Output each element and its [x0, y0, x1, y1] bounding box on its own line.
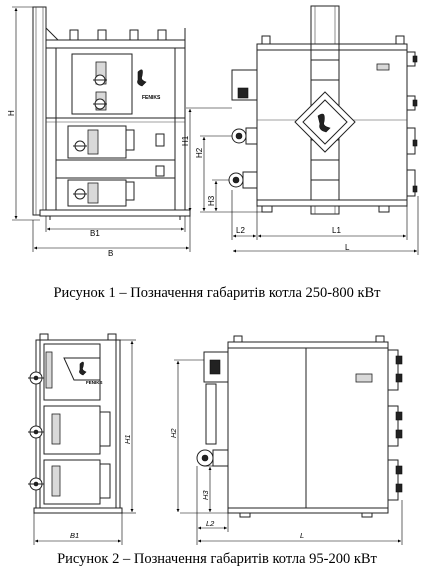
fig2-front-view: FENIKS [28, 333, 123, 514]
figure1-caption: Рисунок 1 – Позначення габаритів котла 2… [53, 285, 381, 301]
fig1-dim-H3: H3 [207, 195, 216, 206]
fig1-door-handles [73, 74, 107, 200]
fig2-dim-H1: H1 [123, 434, 132, 444]
fig2-right-fittings [387, 349, 403, 501]
fig1-dim-L1: L1 [332, 226, 341, 235]
fig2-door-handles [28, 371, 44, 491]
fig1-dim-B1: B1 [90, 229, 100, 238]
figure2-caption: Рисунок 2 – Позначення габаритів котла 9… [57, 551, 377, 567]
fig2-front-dimensions: H1 B1 [33, 339, 136, 545]
fig1-dim-H2: H2 [195, 147, 204, 158]
fig2-dim-H3: H3 [201, 490, 210, 500]
fig2-side-view [196, 335, 403, 518]
fig1-front-dimensions: H B1 B [7, 6, 191, 258]
fig1-dim-L2: L2 [236, 226, 245, 235]
fig1-side-view [228, 5, 418, 215]
fig1-dim-H1: H1 [181, 135, 190, 146]
fig1-dim-L: L [345, 243, 350, 252]
fig1-dim-B: B [108, 249, 113, 258]
fig1-brand-label: FENIKS [142, 95, 161, 101]
fig2-side-dimensions: H2 H3 L2 L [169, 359, 403, 545]
fig1-right-fittings [406, 51, 418, 197]
fig2-dim-B1: B1 [70, 531, 79, 540]
fig2-dim-L2: L2 [206, 519, 215, 528]
fig2-dim-L: L [300, 531, 304, 540]
fig1-side-dimensions: H1 H2 H3 L2 L1 L [181, 107, 419, 255]
fig1-dim-H: H [7, 110, 16, 116]
fig2-dim-H2: H2 [169, 428, 178, 438]
fig2-brand-label: FENIKS [86, 380, 103, 385]
fig1-front-view: FENIKS [32, 6, 191, 220]
